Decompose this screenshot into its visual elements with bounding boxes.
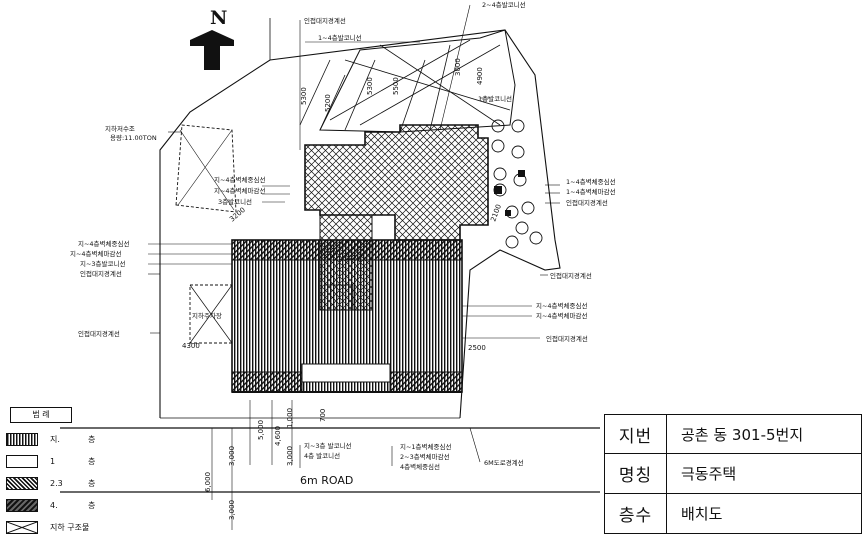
dim-v7: 6,000 (204, 472, 212, 492)
label-right-outer-finish: 1~4층벽체마감선 (566, 187, 616, 196)
legend-label: 지하 구조물 (50, 522, 90, 532)
dim-9: 4300 (182, 342, 200, 350)
building-upper (304, 124, 489, 241)
label-left-outer-wall: 지~4층벽체중심선 (78, 239, 129, 248)
label-top-right-balcony: 1층발코니선 (478, 94, 512, 103)
legend-label: 지. (50, 434, 60, 444)
legend-row-1f: 1 층 (6, 454, 116, 468)
legend-swatch-underground-icon (6, 520, 38, 534)
legend-unit: 층 (88, 456, 96, 466)
label-water-tank-2: 용량:11.00TON (110, 134, 157, 142)
name-key: 명칭 (605, 454, 667, 494)
dim-4: 5500 (392, 77, 400, 95)
label-top-adjacent: 인접대지경계선 (304, 16, 346, 25)
building-bottom-left (231, 371, 303, 393)
floor-value: 배치도 (681, 504, 723, 523)
label-mid-outer-wall: 지~4층벽체중심선 (214, 175, 265, 184)
dim-10: 3200 (228, 206, 247, 224)
label-top-balcony-2-4: 2~4층발코니선 (482, 0, 526, 9)
dim-v4: 1,000 (286, 408, 294, 428)
legend-unit: 층 (88, 434, 96, 444)
label-left-adjacent-2: 인접대지경계선 (78, 329, 120, 338)
building-bottom-notch (301, 363, 391, 383)
label-left-balcony: 지~3층발코니선 (80, 259, 125, 268)
title-block: 지번 공촌 동 301-5번지 명칭 극동주택 층수 배치도 (604, 414, 862, 534)
label-right-low-finish: 지~4층벽체마감선 (536, 311, 587, 320)
label-water-tank-1: 지하저수조 (105, 124, 135, 133)
legend-title: 범 례 (10, 407, 72, 423)
label-right-outer-wall: 1~4층벽체중심선 (566, 177, 616, 186)
floor-key: 층수 (605, 493, 667, 533)
name-value: 극동주택 (667, 454, 861, 494)
dim-v5: 700 (319, 409, 327, 422)
label-bot-wall-2: 2~3층벽체마감선 (400, 452, 450, 461)
legend-unit: 층 (88, 500, 96, 510)
label-road: 6m ROAD (300, 474, 353, 487)
label-right-adjacent-2: 인접대지경계선 (550, 271, 592, 280)
label-right-low-wall: 지~4층벽체중심선 (536, 301, 587, 310)
legend: 범 례 지. 층 1 층 2.3 층 4. 층 지하 구조물 (2, 404, 122, 538)
north-arrow-icon (190, 30, 234, 70)
dim-1: 5300 (300, 87, 308, 105)
dim-7: 2100 (489, 203, 503, 222)
label-left-adjacent: 인접대지경계선 (80, 269, 122, 278)
label-bot-wall-3: 4층벽체중심선 (400, 462, 440, 471)
legend-row-2-3f: 2.3 층 (6, 476, 116, 490)
legend-swatch (6, 432, 38, 446)
lot-value: 공촌 동 301-5번지 (667, 415, 861, 455)
dim-2: 5200 (324, 94, 332, 112)
legend-unit: 층 (88, 478, 96, 488)
label-parking: 지하주차장 (192, 311, 222, 320)
legend-row-basement: 지. 층 (6, 432, 116, 446)
dim-v3: 3,000 (286, 446, 294, 466)
legend-row-4f: 4. 층 (6, 498, 116, 512)
label-mid-balcony: 3층발코니선 (218, 197, 252, 206)
water-tank-cross (179, 129, 235, 211)
label-mid-outer-finish: 지~4층벽체마감선 (214, 186, 265, 195)
building-core-inner (324, 284, 354, 311)
dim-3: 5300 (366, 77, 374, 95)
north-label: N (210, 7, 227, 29)
site-boundary (159, 29, 561, 419)
legend-label: 1 (50, 456, 56, 466)
balcony-diagonals (299, 39, 511, 133)
water-tank-cross-2 (177, 129, 233, 206)
label-top-balcony-1-4: 1~4층발코니선 (318, 33, 362, 42)
label-bot-wall-1: 지~1층벽체중심선 (400, 442, 451, 451)
legend-label: 4. (50, 500, 58, 510)
dim-6: 3000 (454, 58, 462, 76)
legend-label: 2.3 (50, 478, 63, 488)
label-left-outer-finish: 지~4층벽체마감선 (70, 249, 121, 258)
leader-lines (148, 4, 560, 530)
dim-v6: 3,000 (228, 446, 236, 466)
lot-key: 지번 (605, 415, 667, 455)
label-right-adjacent-3: 인접대지경계선 (546, 334, 588, 343)
dim-v2: 4,600 (274, 426, 282, 446)
legend-swatch (6, 476, 38, 490)
label-bot-balcony-2: 4층 발코니선 (304, 451, 340, 460)
dim-8: 2500 (468, 344, 486, 352)
label-right-adjacent: 인접대지경계선 (566, 198, 608, 207)
building-bottom-right (389, 371, 463, 393)
parking-box (189, 284, 233, 344)
dim-v8: 3,000 (228, 500, 236, 520)
tree-dark-symbols (494, 170, 525, 216)
tree-symbols (491, 119, 543, 249)
legend-swatch (6, 454, 38, 468)
dim-5: 4900 (476, 67, 484, 85)
legend-swatch (6, 498, 38, 512)
legend-row-underground: 지하 구조물 (6, 520, 116, 534)
label-road-line: 6M도로경계선 (484, 458, 524, 467)
dim-v1: 5,000 (257, 420, 265, 440)
parking-cross-2 (189, 284, 233, 344)
building-core (319, 214, 373, 311)
label-bot-balcony-1: 지~3층 발코니선 (304, 441, 352, 450)
